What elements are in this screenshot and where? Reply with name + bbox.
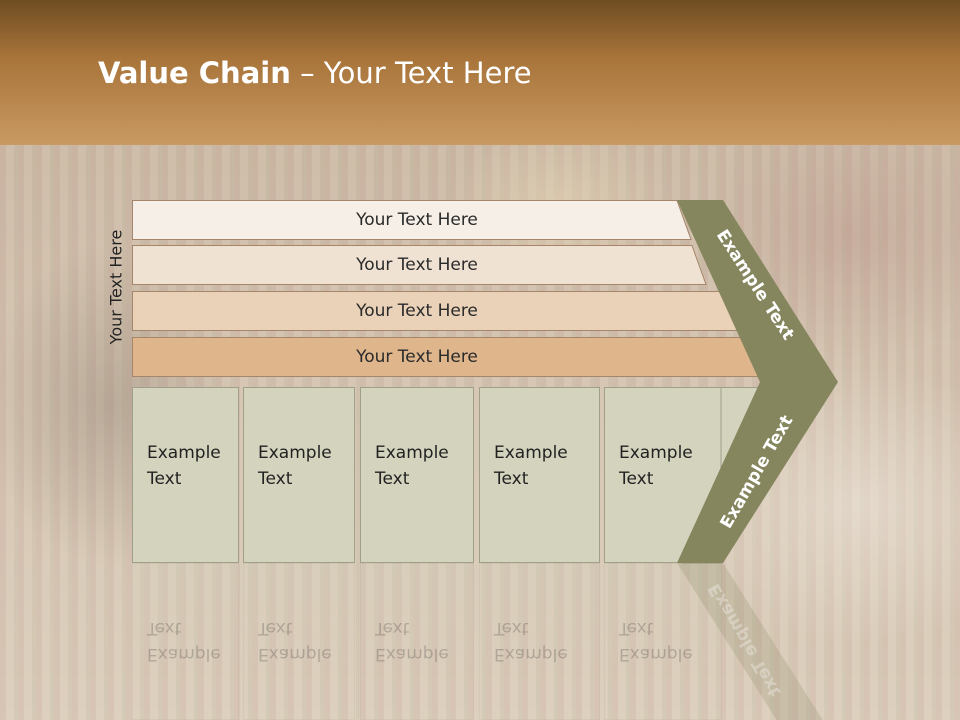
support-row-3-label: Your Text Here <box>356 301 478 321</box>
title-bold: Value Chain <box>98 56 291 90</box>
title-rest: – Your Text Here <box>290 56 532 90</box>
support-row-1-shape <box>132 200 692 240</box>
title-banner: Value Chain – Your Text Here <box>0 0 960 145</box>
support-row-4-label: Your Text Here <box>356 347 478 367</box>
support-row-1-label: Your Text Here <box>356 210 478 230</box>
slide-title: Value Chain – Your Text Here <box>98 56 532 90</box>
support-row-2-label: Your Text Here <box>356 255 478 275</box>
support-row-2-shape <box>132 245 707 285</box>
